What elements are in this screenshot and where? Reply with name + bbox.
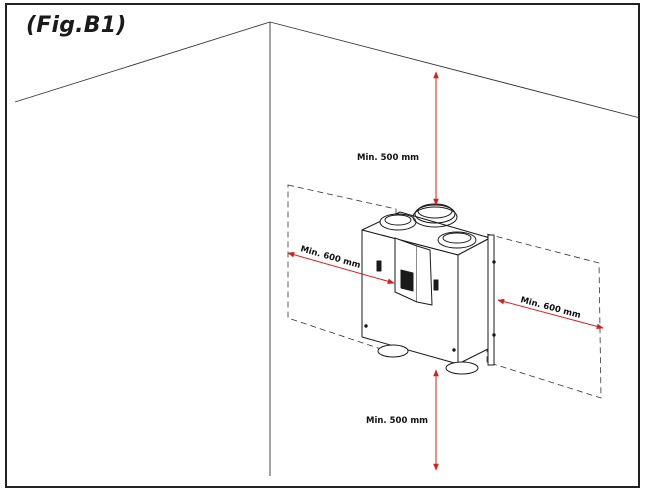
screw-3 (492, 260, 496, 264)
duct-port-left-inner (384, 214, 412, 226)
vent-slot-2 (433, 279, 439, 291)
dimension-arrows (287, 71, 604, 471)
left-clearance-arrow (287, 252, 395, 284)
screw-2 (452, 348, 456, 352)
duct-port-bottom-right (445, 361, 479, 375)
cable-coil-3 (412, 206, 458, 228)
vent-slot-1 (376, 260, 382, 272)
figure-frame (5, 3, 640, 488)
ceiling-edge-left (14, 21, 271, 103)
figure-title: (Fig.B1) (26, 13, 127, 38)
right-clearance-zone (486, 233, 602, 399)
cable-coil-1 (414, 204, 456, 224)
cable-coil-2 (417, 203, 453, 219)
screw-4 (492, 333, 496, 337)
unit-side-face (457, 237, 491, 365)
room-corner (14, 21, 641, 476)
screw-1 (364, 324, 368, 328)
top-clearance-label: Min. 500 mm (357, 153, 419, 163)
bottom-clearance-label: Min. 500 mm (366, 416, 428, 426)
control-display (400, 269, 414, 292)
control-panel-strap-2 (416, 245, 433, 306)
right-clearance-arrow (497, 298, 604, 330)
control-panel-strap (394, 237, 418, 303)
left-clearance-label: Min. 600 mm (299, 244, 362, 271)
ceiling-edge-right (269, 21, 641, 119)
ventilation-unit (361, 203, 496, 375)
duct-port-bottom-left (377, 344, 409, 358)
wall-bracket (487, 234, 495, 366)
duct-port-right-inner (442, 232, 472, 244)
